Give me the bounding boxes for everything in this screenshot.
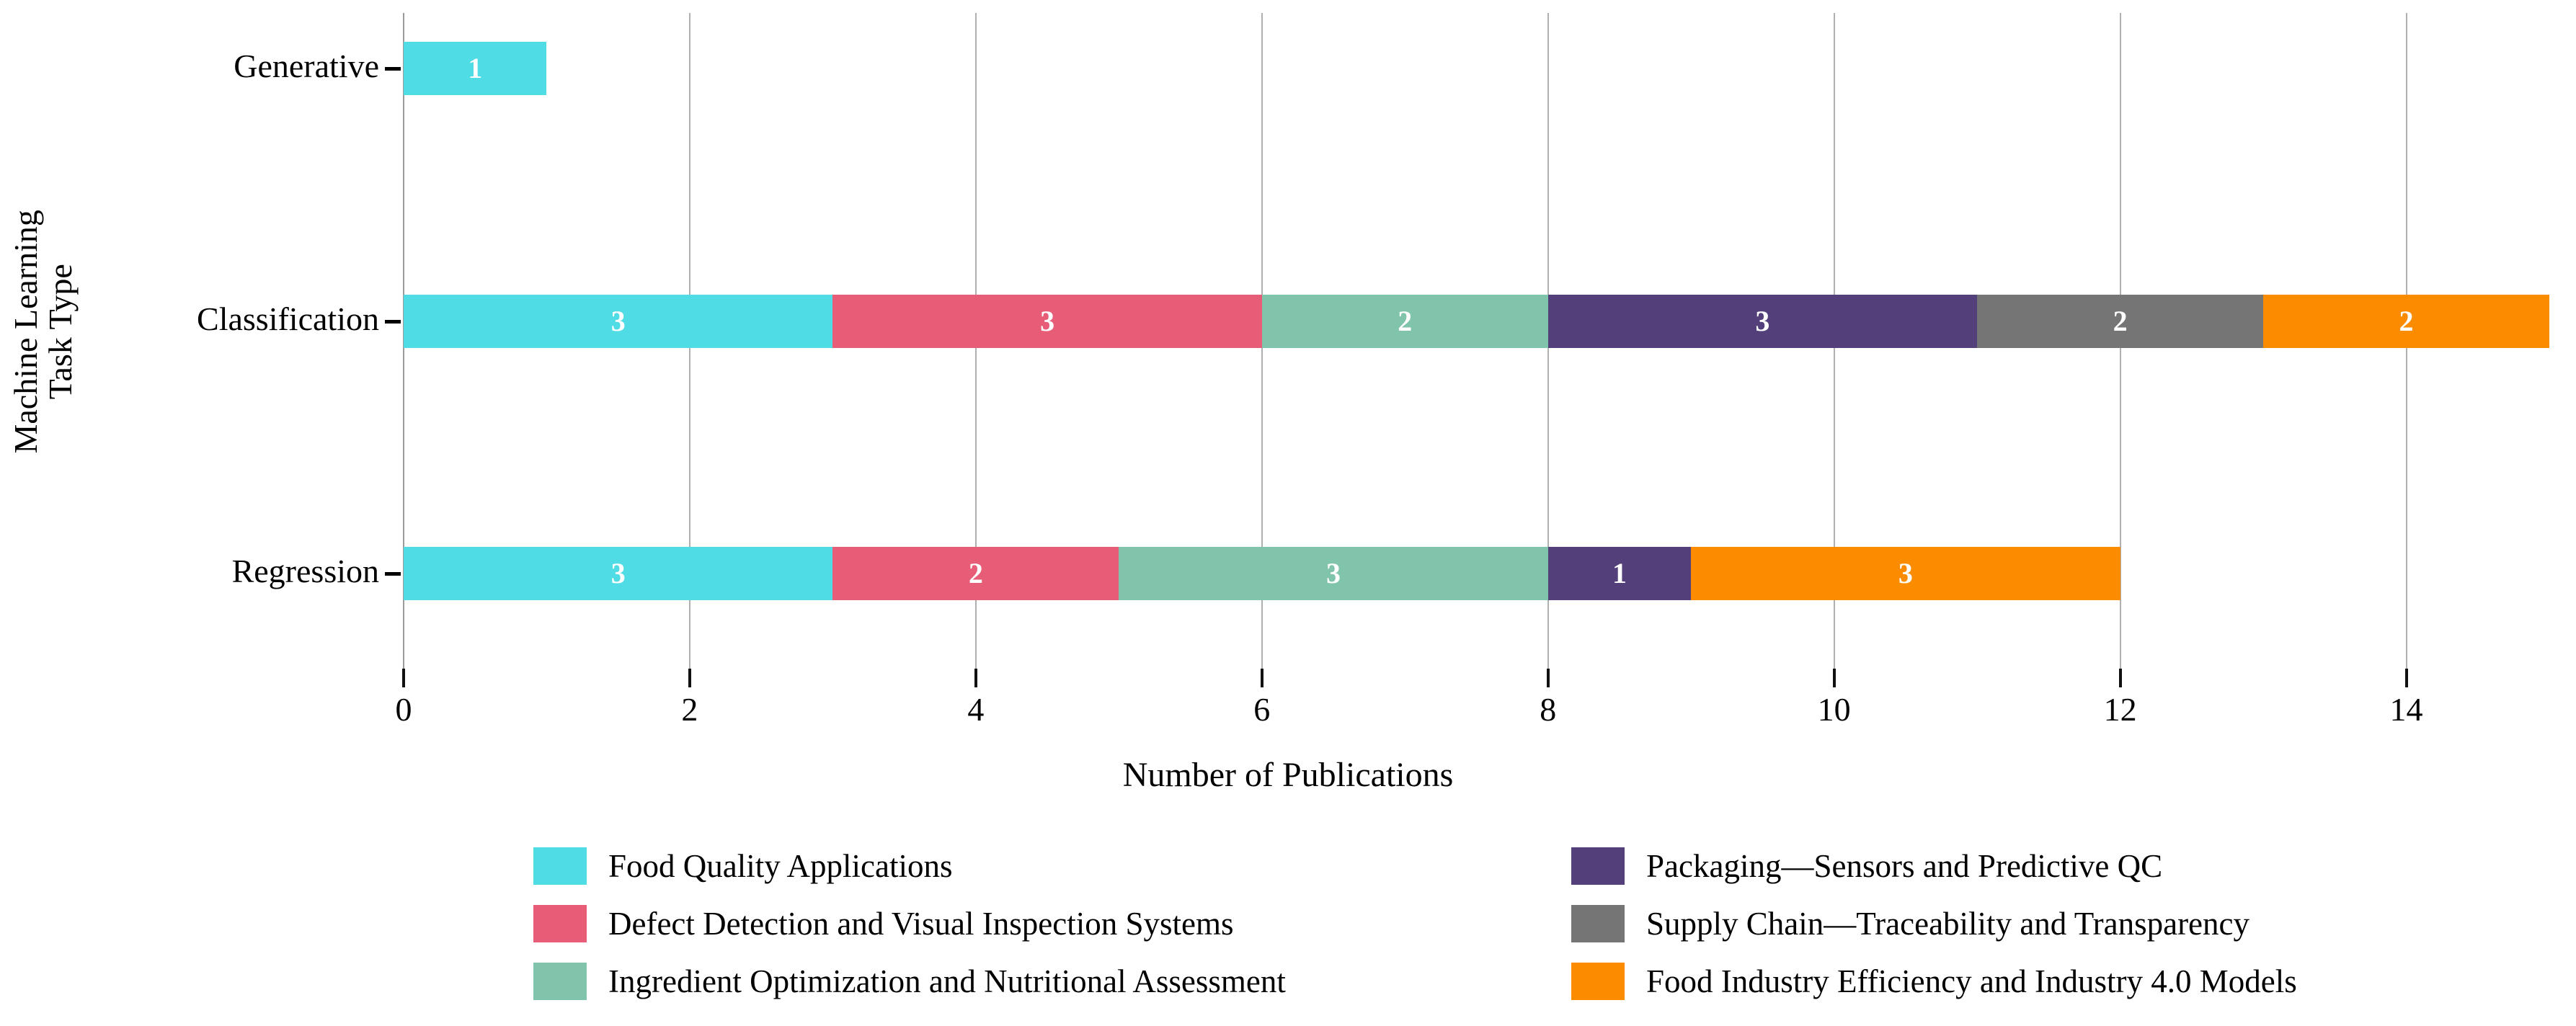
y-axis-title-line-1: Machine Learning	[6, 209, 44, 454]
legend-label: Supply Chain—Traceability and Transparen…	[1646, 905, 2250, 942]
legend-item[interactable]: Food Quality Applications	[533, 840, 1286, 892]
bar-segment-value-label: 3	[1898, 557, 1913, 590]
x-axis-title: Number of Publications	[1122, 756, 1454, 794]
bar-segment-value-label: 2	[1398, 304, 1413, 337]
plot-area: 1 3 3 2 3 2 2 3 2 3 1 3	[403, 13, 2549, 669]
bar-segment[interactable]: 2	[1261, 294, 1548, 348]
legend-swatch-icon	[533, 963, 587, 1000]
bar-segment-value-label: 1	[1612, 557, 1627, 590]
bar-segment[interactable]: 3	[404, 547, 833, 601]
bar-segment[interactable]: 1	[1547, 547, 1692, 601]
bar-segment[interactable]: 2	[2263, 294, 2549, 348]
legend-label: Food Quality Applications	[608, 847, 953, 884]
x-axis-tick-label-10: 10	[1817, 691, 1851, 728]
legend-item[interactable]: Ingredient Optimization and Nutritional …	[533, 955, 1286, 1007]
x-axis-tick-label-12: 12	[2103, 691, 2137, 728]
x-axis-tick-mark-4	[974, 669, 977, 687]
x-axis-tick-label-0: 0	[395, 691, 412, 728]
bar-segment-value-label: 2	[2399, 304, 2414, 337]
legend-swatch-icon	[1571, 963, 1625, 1000]
bar-row-regression: 3 2 3 1 3	[404, 547, 2549, 601]
bar-segment-value-label: 3	[610, 557, 626, 590]
bar-segment[interactable]: 2	[1977, 294, 2264, 348]
bar-segment[interactable]: 2	[832, 547, 1119, 601]
bar-segment-value-label: 3	[610, 304, 626, 337]
legend-label: Defect Detection and Visual Inspection S…	[608, 905, 1234, 942]
x-axis-tick-mark-12	[2118, 669, 2122, 687]
legend-swatch-icon	[533, 847, 587, 885]
legend-label: Ingredient Optimization and Nutritional …	[608, 963, 1286, 999]
x-axis-tick-mark-6	[1260, 669, 1263, 687]
x-axis-tick-mark-0	[402, 669, 405, 687]
y-axis-tick-label-classification: Classification	[197, 300, 379, 337]
y-axis-tick-mark	[385, 319, 401, 324]
x-axis-tick-label-14: 14	[2389, 691, 2423, 728]
bar-segment[interactable]: 3	[1691, 547, 2120, 601]
legend-item[interactable]: Defect Detection and Visual Inspection S…	[533, 898, 1286, 950]
x-axis-tick-label-6: 6	[1253, 691, 1271, 728]
bar-segment[interactable]: 3	[404, 294, 833, 348]
bar-segment[interactable]: 3	[832, 294, 1262, 348]
y-axis-title: Machine Learning Task Type	[0, 0, 86, 663]
legend-column-right: Packaging—Sensors and Predictive QC Suppl…	[1571, 840, 2297, 1013]
bar-segment-value-label: 3	[1326, 557, 1341, 590]
legend-swatch-icon	[1571, 905, 1625, 942]
bar-segment[interactable]: 3	[1119, 547, 1548, 601]
bar-segment-value-label: 2	[968, 557, 983, 590]
bar-segment[interactable]: 1	[404, 42, 547, 96]
y-axis-title-line-2: Task Type	[42, 263, 79, 400]
x-axis-tick-mark-8	[1546, 669, 1550, 687]
x-axis-tick-label-2: 2	[681, 691, 698, 728]
bar-segment-value-label: 3	[1755, 304, 1770, 337]
bar-segment-value-label: 1	[468, 52, 483, 85]
legend-item[interactable]: Packaging—Sensors and Predictive QC	[1571, 840, 2297, 892]
bar-row-classification: 3 3 2 3 2 2	[404, 294, 2549, 348]
x-axis-tick-label-8: 8	[1540, 691, 1557, 728]
legend-label: Food Industry Efficiency and Industry 4.…	[1646, 963, 2297, 999]
legend-item[interactable]: Supply Chain—Traceability and Transparen…	[1571, 898, 2297, 950]
y-axis-tick-mark	[385, 67, 401, 71]
y-axis-tick-label-generative: Generative	[234, 48, 379, 85]
legend-item[interactable]: Food Industry Efficiency and Industry 4.…	[1571, 955, 2297, 1007]
legend-swatch-icon	[533, 905, 587, 942]
bar-segment-value-label: 3	[1040, 304, 1055, 337]
y-axis-tick-mark	[385, 572, 401, 576]
legend-label: Packaging—Sensors and Predictive QC	[1646, 847, 2163, 884]
bar-segment-value-label: 2	[2113, 304, 2128, 337]
legend-swatch-icon	[1571, 847, 1625, 885]
x-axis-tick-mark-10	[1832, 669, 1836, 687]
bar-row-generative: 1	[404, 42, 2549, 96]
x-axis-tick-mark-14	[2404, 669, 2408, 687]
y-axis-tick-label-regression: Regression	[231, 553, 379, 590]
x-axis-tick-mark-2	[688, 669, 691, 687]
bar-segment[interactable]: 3	[1547, 294, 1978, 348]
x-axis-tick-label-4: 4	[967, 691, 985, 728]
